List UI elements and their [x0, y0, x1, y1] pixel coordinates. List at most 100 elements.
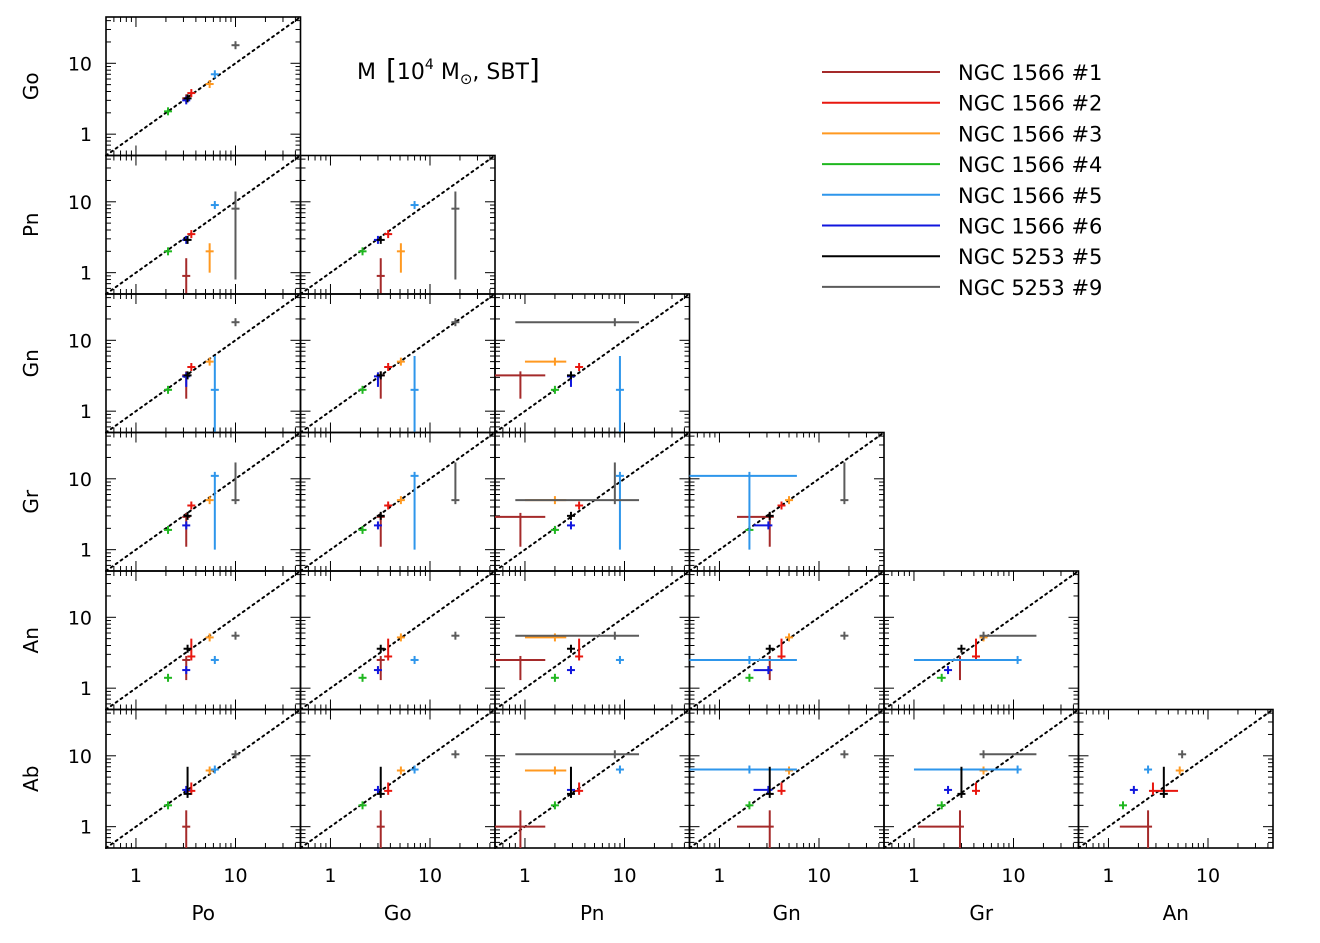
y-axis-label: Gr — [19, 489, 43, 513]
title-unit-exp: 4 — [425, 57, 434, 73]
panel-ab-vs-po — [105, 708, 302, 849]
y-axis-label: Go — [19, 72, 43, 100]
data-point — [840, 750, 849, 759]
panel-gn-vs-po — [105, 293, 302, 434]
data-point — [615, 356, 624, 433]
data-point — [524, 766, 567, 775]
legend-entry: NGC 1566 #1 — [822, 61, 1102, 85]
data-point — [376, 766, 385, 798]
data-point — [183, 94, 192, 103]
legend-label: NGC 1566 #1 — [958, 61, 1102, 85]
data-point — [210, 356, 219, 433]
one-to-one-line — [105, 293, 302, 434]
y-tick-label: 1 — [80, 678, 92, 700]
data-point — [384, 230, 393, 239]
x-axis-label: Gr — [969, 901, 993, 925]
data-point — [376, 235, 385, 244]
data-point — [384, 782, 393, 795]
data-point — [182, 512, 191, 547]
data-point — [777, 501, 786, 510]
one-to-one-line — [688, 431, 885, 572]
x-tick-label: 10 — [612, 865, 636, 887]
data-point — [376, 511, 385, 520]
data-point — [689, 765, 797, 774]
data-point — [979, 631, 1037, 640]
data-point — [231, 462, 240, 505]
data-point — [1119, 810, 1153, 848]
data-point — [183, 235, 192, 244]
title-unit-base: 10 — [397, 60, 425, 85]
legend-entry: NGC 1566 #4 — [822, 153, 1102, 177]
data-point — [164, 247, 173, 256]
x-tick-label: 10 — [223, 865, 247, 887]
data-point — [913, 765, 1022, 774]
one-to-one-line — [494, 293, 691, 434]
y-tick-label: 1 — [80, 540, 92, 562]
x-axis-label: Gn — [773, 901, 801, 925]
data-point — [384, 362, 393, 371]
x-axis-label: An — [1163, 901, 1189, 925]
x-tick-label: 1 — [713, 865, 725, 887]
data-point — [736, 810, 774, 848]
data-point — [1178, 750, 1187, 759]
data-point — [515, 750, 640, 759]
y-tick-label: 10 — [68, 330, 92, 352]
data-point — [785, 496, 794, 505]
one-to-one-line — [494, 570, 691, 711]
data-point — [210, 655, 219, 664]
data-point — [187, 89, 196, 98]
data-point — [384, 501, 393, 510]
data-point — [187, 230, 196, 239]
data-point — [785, 633, 794, 642]
y-axis-label: Pn — [19, 213, 43, 237]
data-point — [182, 666, 191, 675]
y-tick-label: 10 — [68, 192, 92, 214]
data-point — [1159, 766, 1168, 798]
title-prefix: M — [357, 60, 383, 85]
one-to-one-line — [883, 708, 1080, 849]
data-point — [205, 496, 214, 505]
data-point — [550, 801, 559, 810]
data-point — [566, 521, 575, 530]
legend-entry: NGC 5253 #9 — [822, 276, 1102, 300]
data-point — [358, 385, 367, 394]
panel-ab-vs-go — [299, 708, 496, 849]
legend-entry: NGC 1566 #5 — [822, 184, 1102, 208]
y-tick-label: 1 — [80, 401, 92, 423]
data-point — [765, 766, 774, 798]
x-tick-label: 10 — [1001, 865, 1025, 887]
data-point — [524, 357, 567, 366]
data-point — [210, 70, 219, 79]
data-point — [689, 655, 797, 664]
data-point — [358, 673, 367, 682]
data-point — [182, 521, 191, 530]
data-point — [187, 362, 196, 371]
x-tick-label: 10 — [418, 865, 442, 887]
panel-gr-vs-go — [299, 431, 496, 572]
data-point — [550, 673, 559, 682]
one-to-one-line — [299, 154, 496, 295]
data-point — [410, 655, 419, 664]
data-point — [376, 371, 385, 380]
data-point — [231, 41, 240, 50]
data-point — [515, 318, 640, 327]
data-point — [205, 633, 214, 642]
data-point — [753, 666, 773, 675]
one-to-one-line — [105, 570, 302, 711]
panel-pn-vs-po — [105, 154, 302, 295]
panel-an-vs-gn — [688, 570, 885, 711]
data-point — [840, 631, 849, 640]
one-to-one-line — [105, 708, 302, 849]
data-point — [495, 810, 546, 848]
data-point — [231, 631, 240, 640]
panel-gr-vs-po — [105, 431, 302, 572]
data-point — [451, 750, 460, 759]
y-tick-label: 10 — [68, 53, 92, 75]
data-point — [231, 318, 240, 327]
x-axis-label: Go — [384, 901, 412, 925]
data-point — [164, 385, 173, 394]
data-point — [164, 801, 173, 810]
data-point — [971, 782, 980, 795]
data-point — [205, 243, 214, 273]
data-point — [918, 810, 964, 848]
